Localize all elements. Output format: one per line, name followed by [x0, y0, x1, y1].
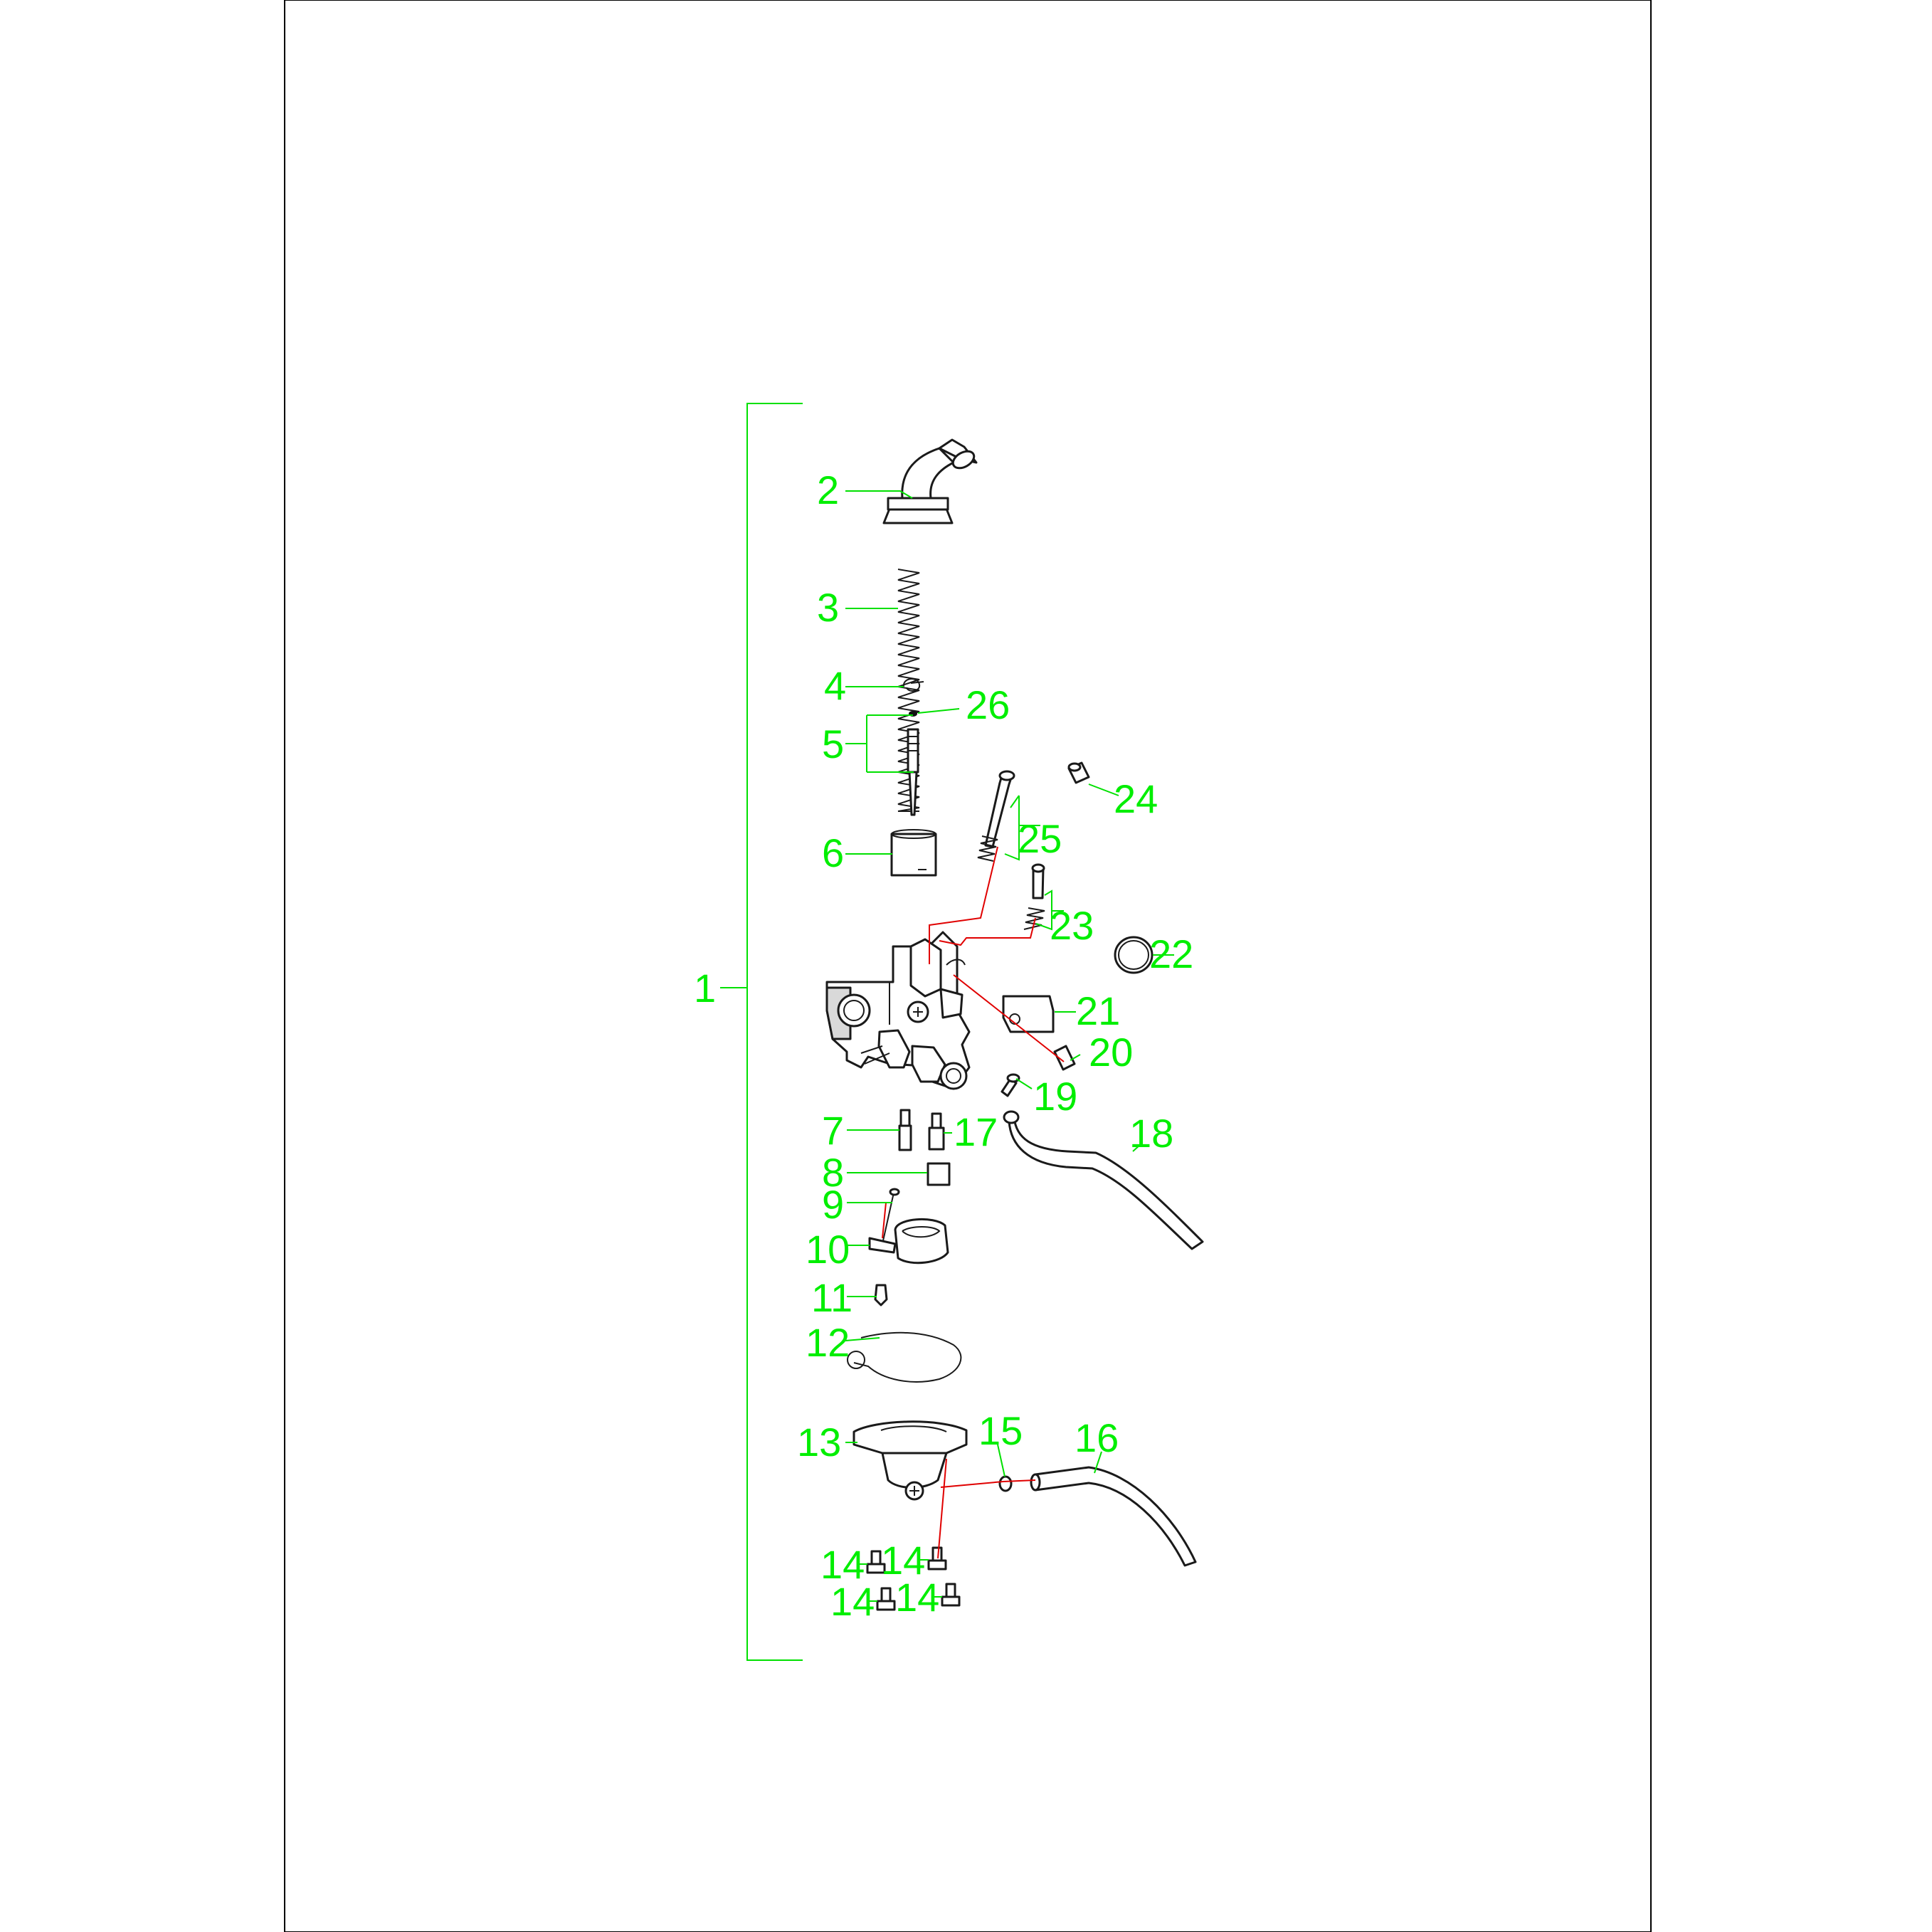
part-14-screw-b[interactable]: [927, 1546, 947, 1571]
callout-25[interactable]: 25: [1018, 816, 1062, 861]
carburetor-body[interactable]: [825, 931, 971, 1090]
callout-12[interactable]: 12: [806, 1320, 850, 1365]
part-16-hose[interactable]: [1030, 1466, 1197, 1567]
part-7-jet[interactable]: [898, 1109, 912, 1151]
part-17-jet[interactable]: [928, 1112, 945, 1151]
callout-14d[interactable]: 14: [895, 1575, 939, 1620]
part-18-hose[interactable]: [1003, 1110, 1204, 1250]
callout-15[interactable]: 15: [978, 1408, 1023, 1453]
callout-5[interactable]: 5: [822, 722, 844, 766]
part-11-valve[interactable]: [874, 1284, 888, 1307]
callout-9[interactable]: 9: [822, 1182, 844, 1227]
part-14-screw-d[interactable]: [941, 1583, 961, 1607]
callout-14c[interactable]: 14: [830, 1579, 875, 1624]
callout-24[interactable]: 24: [1114, 776, 1158, 821]
part-9-pin[interactable]: [882, 1188, 900, 1245]
sheet-frame: [284, 0, 1652, 1932]
assembly-lines: [882, 846, 1065, 1559]
callout-26[interactable]: 26: [966, 682, 1010, 727]
part-19-screw[interactable]: [1001, 1073, 1020, 1097]
part-24-cap[interactable]: [1067, 761, 1090, 784]
part-6-slide[interactable]: [890, 829, 937, 877]
callout-16[interactable]: 16: [1075, 1415, 1119, 1460]
callout-14a[interactable]: 14: [820, 1542, 865, 1587]
callout-4[interactable]: 4: [824, 663, 846, 708]
callout-labels: 1 2 3 4 5 6 7 8 9 10 11 12 13 14 14 14 1…: [694, 468, 1193, 1624]
callout-23[interactable]: 23: [1050, 903, 1094, 948]
part-8-tube[interactable]: [927, 1162, 951, 1186]
callout-19[interactable]: 19: [1033, 1074, 1077, 1119]
callout-22[interactable]: 22: [1149, 931, 1193, 976]
part-5-needle[interactable]: [907, 728, 919, 816]
part-12-gasket[interactable]: [847, 1331, 962, 1383]
callout-14b[interactable]: 14: [881, 1538, 925, 1583]
part-20-plug[interactable]: [1053, 1045, 1076, 1071]
callout-3[interactable]: 3: [817, 585, 839, 630]
callout-6[interactable]: 6: [822, 830, 844, 875]
callout-21[interactable]: 21: [1076, 988, 1120, 1033]
part-4-clip[interactable]: [902, 678, 924, 692]
part-22-o-ring[interactable]: [1114, 936, 1154, 974]
callout-7[interactable]: 7: [822, 1108, 844, 1153]
callout-10[interactable]: 10: [806, 1227, 850, 1272]
part-14-screw-c[interactable]: [876, 1587, 896, 1611]
assembly-bracket: [720, 403, 803, 1661]
part-15-clamp[interactable]: [998, 1475, 1013, 1492]
callout-8[interactable]: 8: [822, 1150, 844, 1195]
part-25-idle-screw[interactable]: [977, 770, 1015, 862]
callout-2[interactable]: 2: [817, 468, 839, 512]
part-21-bracket[interactable]: [1002, 995, 1055, 1033]
callout-18[interactable]: 18: [1129, 1111, 1173, 1156]
part-2-elbow-cap[interactable]: [882, 438, 978, 524]
callout-20[interactable]: 20: [1089, 1030, 1133, 1075]
part-14-screw-a[interactable]: [866, 1550, 886, 1574]
part-10-float[interactable]: [868, 1218, 949, 1265]
callout-1[interactable]: 1: [694, 966, 716, 1010]
callout-11[interactable]: 11: [811, 1275, 852, 1320]
callout-17[interactable]: 17: [954, 1109, 998, 1154]
leader-lines: [845, 490, 1174, 1602]
callout-13[interactable]: 13: [797, 1420, 841, 1464]
part-13-float-bowl[interactable]: [852, 1420, 968, 1501]
